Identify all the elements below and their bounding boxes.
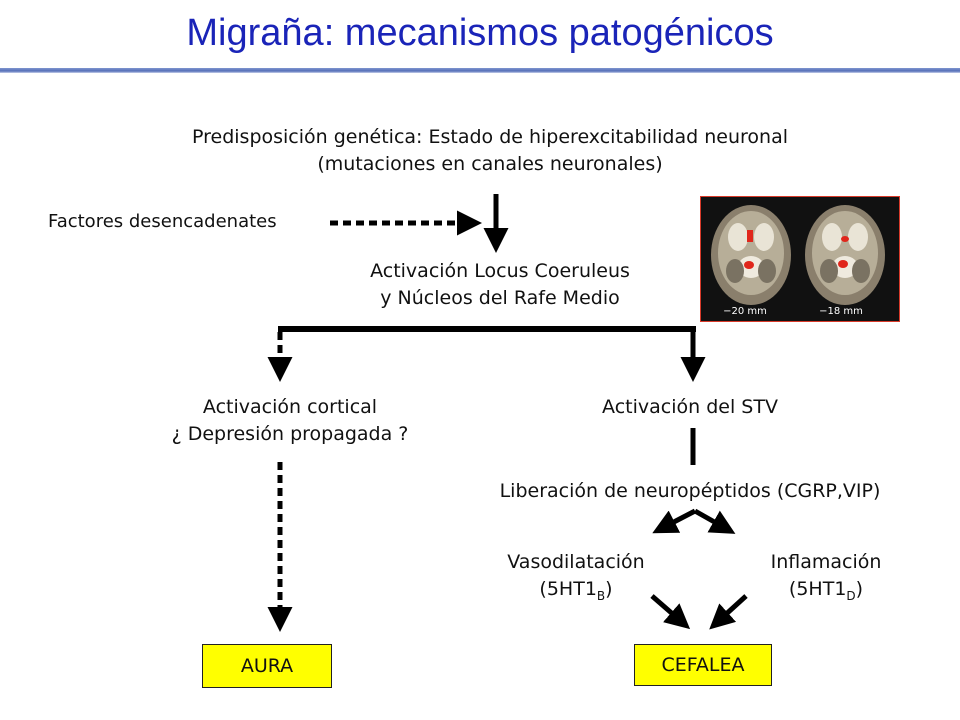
left-slice-highlight-upper — [747, 230, 753, 242]
cortical-line-1: Activación cortical — [202, 396, 378, 418]
inflammation-receptor: (5HT1D) — [726, 576, 926, 610]
right-slice-highlight-upper — [841, 236, 849, 242]
locus-line-2: y Núcleos del Rafe Medio — [380, 287, 620, 309]
inflammation-node: Inflamación (5HT1D) — [726, 549, 926, 610]
predisposition-node: Predisposición genética: Estado de hiper… — [140, 124, 840, 178]
locus-line-1: Activación Locus Coeruleus — [370, 260, 630, 282]
slide-title: Migraña: mecanismos patogénicos — [186, 12, 774, 54]
neuropeptides-node: Liberación de neuropéptidos (CGRP,VIP) — [499, 480, 881, 502]
right-slice-caption: −18 mm — [819, 306, 863, 317]
cortical-line-2: ¿ Depresión propagada ? — [171, 423, 409, 445]
inflammation-label: Inflamación — [770, 551, 882, 573]
headache-box: CEFALEA — [634, 644, 772, 686]
triggers-label: Factores desencadenates — [48, 211, 277, 232]
brain-scan-image: −20 mm −18 mm — [700, 196, 900, 322]
vasodilation-receptor-suffix: ) — [605, 578, 613, 600]
right-slice-highlight-lower — [838, 260, 848, 268]
arrow-vasodilation-to-headache — [650, 594, 691, 630]
brain-slice-right — [805, 205, 885, 305]
arrow-neuropeptides-to-vasodilation — [652, 508, 697, 534]
cortical-node: Activación cortical ¿ Depresión propagad… — [130, 394, 450, 448]
arrow-inflammation-to-headache — [709, 594, 748, 630]
title-divider — [0, 68, 960, 73]
inflammation-receptor-sub: D — [846, 588, 856, 603]
vasodilation-receptor-sub: B — [596, 588, 606, 603]
stv-node: Activación del STV — [602, 396, 778, 418]
brain-slice-left — [711, 205, 791, 305]
predisposition-line-1: Predisposición genética: Estado de hiper… — [192, 126, 788, 148]
left-slice-highlight-lower — [744, 261, 754, 269]
inflammation-receptor-suffix: ) — [855, 578, 864, 600]
predisposition-line-2: (mutaciones en canales neuronales) — [317, 153, 663, 175]
left-slice-caption: −20 mm — [723, 306, 767, 317]
vasodilation-receptor: (5HT1B) — [476, 576, 676, 610]
aura-box: AURA — [202, 644, 332, 688]
vasodilation-receptor-prefix: (5HT1 — [539, 578, 597, 600]
arrow-neuropeptides-to-inflammation — [693, 508, 736, 534]
locus-node: Activación Locus Coeruleus y Núcleos del… — [300, 258, 700, 312]
vasodilation-label: Vasodilatación — [507, 551, 645, 573]
vasodilation-node: Vasodilatación (5HT1B) — [476, 549, 676, 610]
inflammation-receptor-prefix: (5HT1 — [788, 578, 847, 600]
brain-scan-drawing: −20 mm −18 mm — [711, 205, 885, 317]
